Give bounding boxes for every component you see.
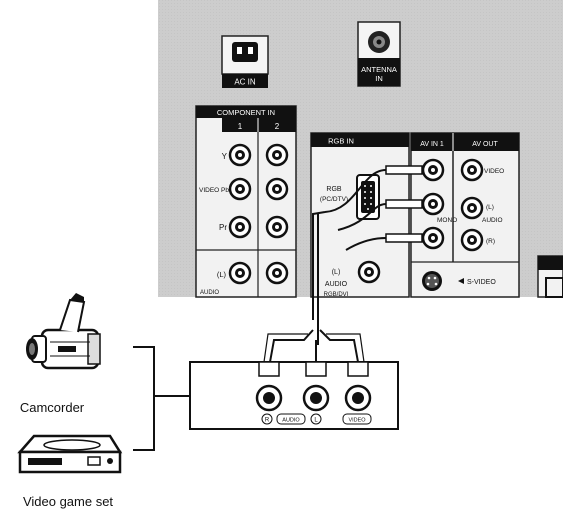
rca-jack (460, 228, 484, 252)
component-in-section: COMPONENT IN 1 2 Y VIDEO Pb Pr (L) AUDIO (195, 105, 297, 298)
ac-in-jack: AC IN (221, 35, 269, 88)
rgb-in-title: RGB IN (328, 137, 354, 146)
tv-rear-panel: AC IN ANTENNA IN COMPONENT IN 1 2 Y VIDE… (158, 0, 563, 298)
av-out-audio-l-label: (L) (486, 204, 494, 211)
av-out-video-label: VIDEO (484, 168, 504, 175)
box-video-label: VIDEO (348, 418, 366, 424)
game-console-icon (17, 434, 123, 474)
dsub-connector (356, 174, 380, 220)
rgb-label-line1: RGB (326, 186, 342, 193)
component-y-label: Y (222, 152, 228, 161)
rgb-audio-sub-label: RGB/DVI (324, 292, 349, 298)
svideo-arrow-icon (458, 278, 464, 284)
antenna-in-label-line1: ANTENNA (361, 65, 397, 74)
svideo-label: S-VIDEO (467, 279, 496, 286)
rca-jack (228, 177, 252, 201)
external-device-output-box: R AUDIO L VIDEO (189, 361, 399, 430)
device-bracket (133, 346, 190, 451)
rca-jack (265, 215, 289, 239)
ac-in-label: AC IN (234, 78, 256, 87)
rca-jack (421, 158, 445, 182)
rgb-audio-l-label: (L) (332, 269, 341, 276)
rca-jack (421, 226, 445, 250)
camcorder-icon (26, 293, 101, 370)
component-in-title: COMPONENT IN (217, 108, 275, 117)
rca-jack (228, 261, 252, 285)
component-col2-label: 2 (275, 122, 280, 131)
component-audio-l-label: (L) (217, 270, 227, 279)
rca-jack (357, 260, 381, 284)
rgb-audio-label: AUDIO (325, 281, 348, 288)
rca-jack (265, 177, 289, 201)
av-out-audio-label: AUDIO (482, 217, 503, 224)
rgb-in-section: RGB IN RGB (PC/DTV) (L) AUDIO RGB/DVI (310, 132, 410, 298)
av-section: AV IN 1 AV OUT VIDEO MONO (L) AUDIO (R) … (410, 132, 520, 298)
game-set-label: Video game set (23, 494, 113, 509)
cable-bundle (263, 211, 365, 363)
box-l-label: L (314, 418, 318, 424)
camcorder-label: Camcorder (20, 400, 85, 415)
rca-jack (265, 143, 289, 167)
antenna-in-label-line2: IN (375, 74, 383, 83)
component-pb-label: VIDEO Pb (199, 187, 229, 194)
component-pr-label: Pr (219, 223, 227, 232)
component-col1-label: 1 (238, 122, 243, 131)
antenna-in-jack: ANTENNA IN (357, 21, 401, 87)
rca-plug-r (255, 361, 283, 412)
av-in1-title: AV IN 1 (420, 141, 444, 148)
av-out-audio-r-label: (R) (486, 238, 495, 245)
box-r-label: R (265, 418, 270, 424)
rca-jack (228, 215, 252, 239)
component-audio-label: AUDIO (200, 290, 219, 296)
rca-plug-l (302, 361, 330, 412)
box-audio-label: AUDIO (282, 418, 300, 424)
rca-jack (265, 261, 289, 285)
rca-jack (460, 196, 484, 220)
mono-label: MONO (437, 217, 457, 224)
rca-jack (228, 143, 252, 167)
rgb-label-line2: (PC/DTV) (320, 196, 348, 203)
rca-plug-video (344, 361, 372, 412)
rca-jack (421, 192, 445, 216)
rca-jack (460, 158, 484, 182)
av-out-title: AV OUT (472, 141, 498, 148)
svideo-jack (422, 271, 442, 291)
inserted-plugs (324, 165, 423, 251)
edge-connector-block (537, 255, 563, 298)
